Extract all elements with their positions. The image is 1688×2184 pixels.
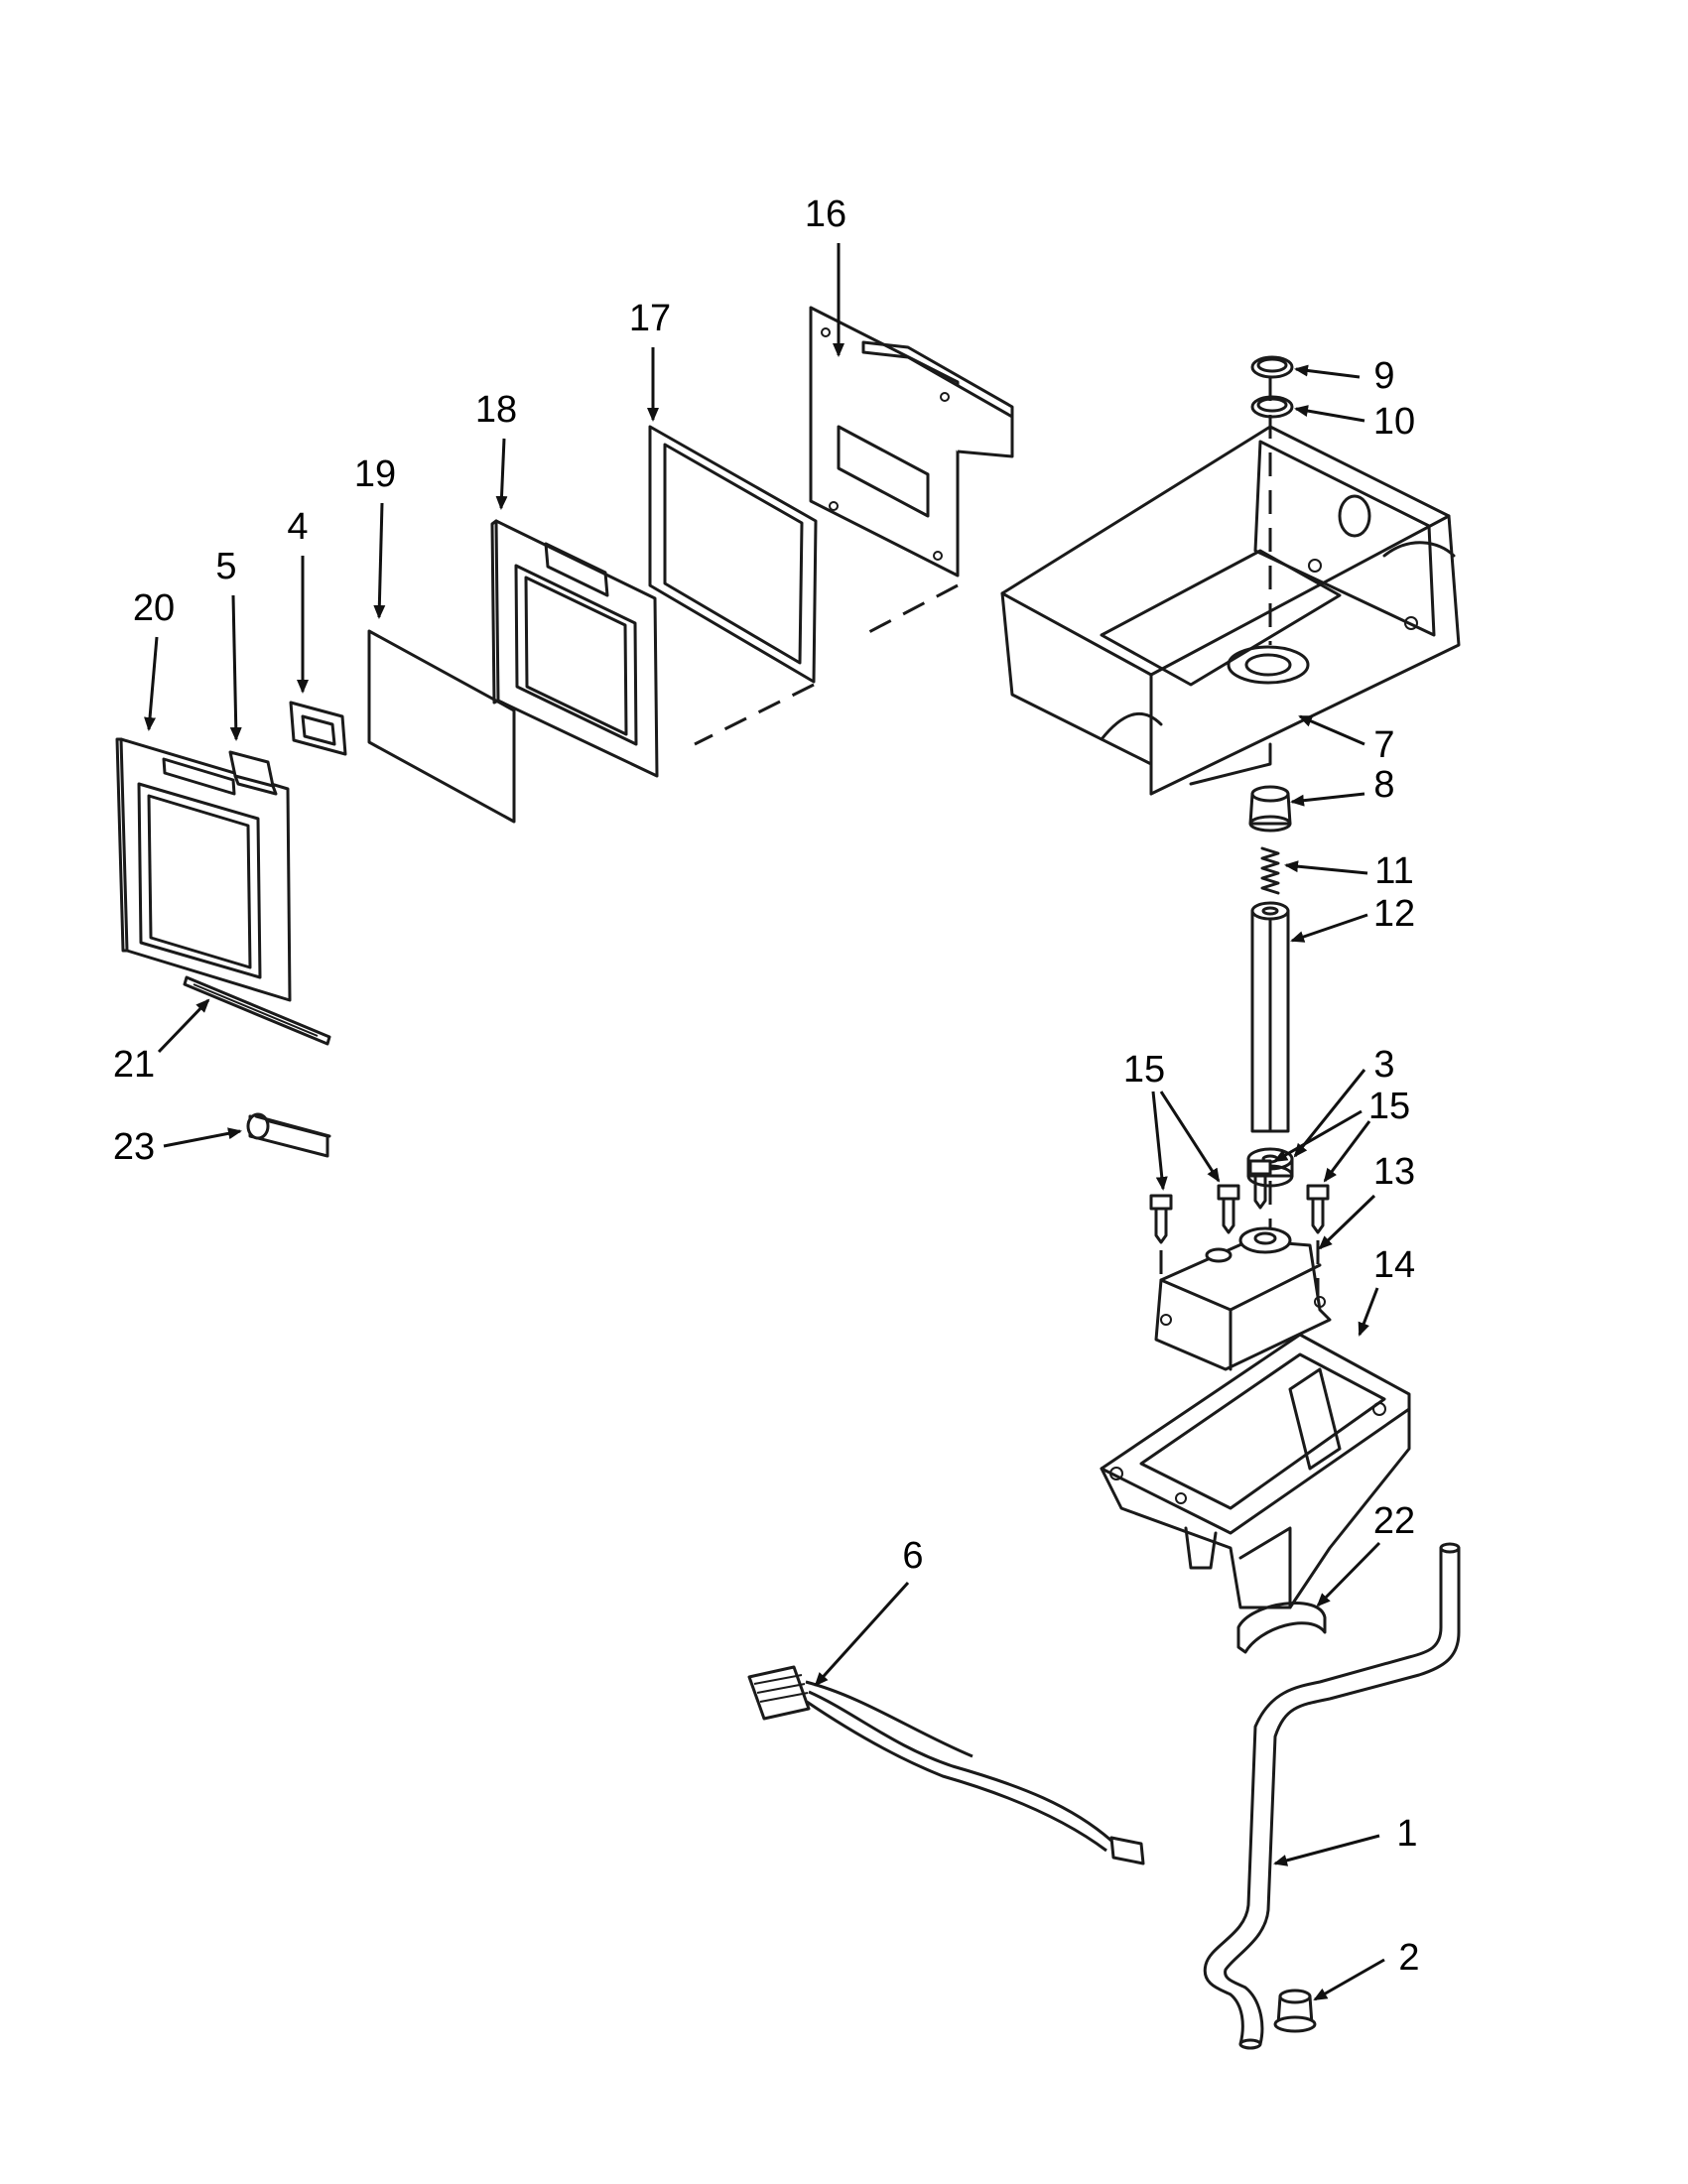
callout-6: 6 — [902, 1535, 923, 1577]
screw-3 — [1248, 1159, 1272, 1210]
callout-7: 7 — [1373, 724, 1394, 766]
part-22-trim-strip — [183, 975, 331, 1046]
assembly-line-middle — [694, 683, 815, 746]
leader-13 — [1318, 1194, 1376, 1250]
part-15-screws — [1149, 1159, 1330, 1244]
part-14-motor-housing — [1100, 1333, 1411, 1609]
leader-2 — [1313, 1958, 1385, 2001]
callout-9: 9 — [1373, 355, 1394, 397]
leader-15-d — [1323, 1120, 1371, 1183]
screw-4 — [1306, 1184, 1330, 1234]
callout-13: 13 — [1373, 1151, 1415, 1193]
callout-19: 18 — [475, 389, 517, 431]
leader-19 — [495, 438, 508, 510]
part-7-ice-bucket-housing — [1000, 425, 1461, 796]
callout-11: 11 — [1374, 850, 1413, 892]
part-6-wire-harness — [747, 1665, 1145, 1865]
leader-22 — [157, 998, 210, 1054]
part-18-frame — [648, 425, 818, 684]
leader-8 — [1290, 792, 1365, 807]
leader-11 — [1284, 860, 1368, 875]
callout-10: 10 — [1373, 401, 1415, 443]
callout-8: 8 — [1373, 764, 1394, 806]
part-4-switch — [289, 701, 347, 756]
screw-2 — [1217, 1184, 1240, 1234]
part-1-tube — [1203, 1542, 1461, 2050]
leader-16 — [1316, 1541, 1381, 1607]
part-23-drip-tray — [246, 1112, 331, 1158]
screw-1 — [1149, 1194, 1173, 1244]
assembly-line-upper — [862, 583, 959, 637]
leader-5 — [229, 594, 242, 741]
leader-15-c — [1273, 1109, 1363, 1163]
part-16-clamp — [1236, 1602, 1327, 1654]
leader-6 — [814, 1581, 910, 1687]
part-12-auger-shaft — [1250, 901, 1290, 1133]
part-5-dispenser-lever — [228, 750, 278, 796]
leader-7 — [1298, 714, 1365, 746]
part-19-door-housing — [490, 519, 659, 778]
leader-1 — [1273, 1834, 1380, 1866]
callout-20: 19 — [354, 453, 396, 495]
part-10-ring — [1250, 395, 1294, 419]
callout-23: 23 — [113, 1126, 155, 1168]
callout-17: 16 — [805, 193, 846, 235]
callout-15-right: 15 — [1368, 1086, 1410, 1127]
part-8-coupler — [1248, 785, 1292, 833]
callout-22: 21 — [113, 1044, 155, 1086]
part-9-ring — [1250, 355, 1294, 379]
callout-12: 12 — [1373, 893, 1415, 935]
callout-5: 5 — [215, 546, 236, 587]
leader-12 — [1290, 913, 1368, 943]
leader-20 — [373, 502, 386, 619]
callout-14: 14 — [1373, 1244, 1415, 1286]
leader-15-b — [1159, 1091, 1221, 1183]
callout-15-left: 15 — [1123, 1049, 1165, 1091]
callout-16: 22 — [1373, 1500, 1415, 1542]
part-17-chute-housing — [809, 306, 1014, 578]
callout-2: 2 — [1398, 1937, 1419, 1979]
part-11-spring — [1260, 846, 1280, 895]
callout-3: 3 — [1373, 1044, 1394, 1086]
part-2-fitting — [1273, 1989, 1317, 2033]
callout-18: 17 — [629, 298, 671, 339]
leader-21 — [144, 636, 159, 731]
leader-15-a — [1151, 1091, 1168, 1191]
leader-10 — [1294, 405, 1365, 423]
callout-1: 1 — [1396, 1813, 1417, 1855]
leader-14 — [1358, 1287, 1379, 1337]
part-21-dispenser-front-panel — [115, 737, 292, 1002]
leader-9 — [1294, 364, 1361, 379]
callout-21: 20 — [133, 587, 175, 629]
part-13-auger-motor — [1154, 1226, 1332, 1371]
callout-4: 4 — [287, 506, 308, 548]
part-20-insulation-sheet — [367, 629, 516, 824]
leader-23 — [163, 1127, 242, 1148]
